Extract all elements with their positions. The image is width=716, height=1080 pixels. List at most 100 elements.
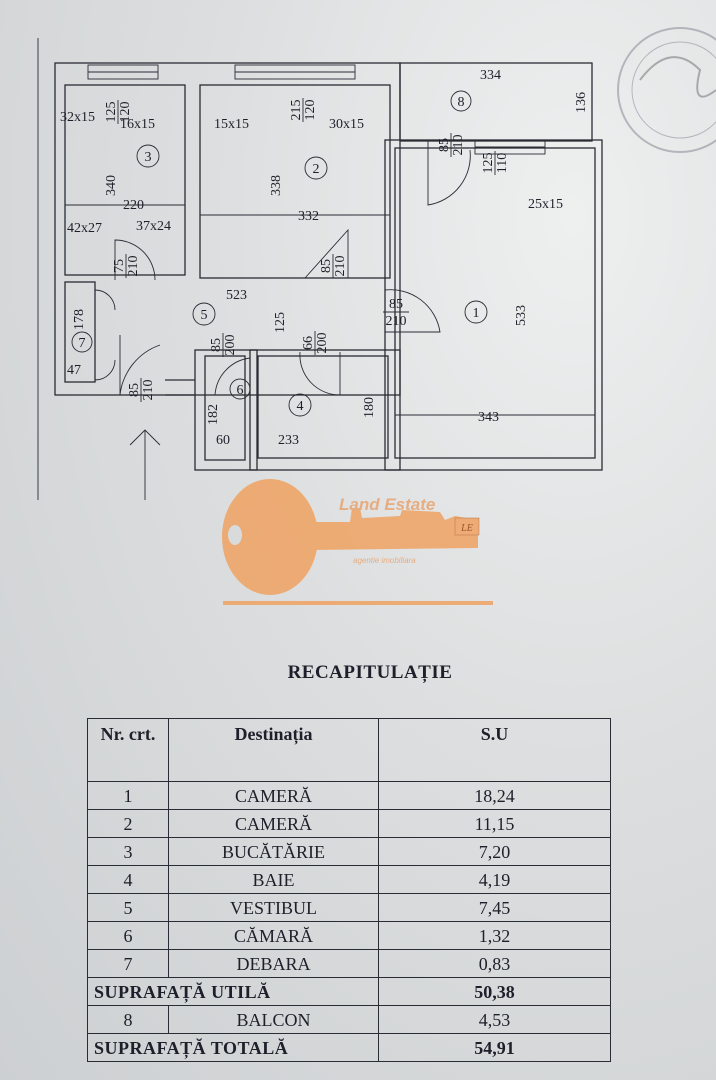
svg-text:210: 210	[451, 135, 466, 156]
dim-label: 125	[273, 312, 288, 333]
svg-text:210: 210	[141, 380, 156, 401]
dim-label: 332	[298, 209, 319, 224]
cell-nr: 5	[87, 893, 169, 922]
land-estate-logo: LE Land Estate agentie imobiliara	[222, 479, 493, 605]
walls	[54, 62, 603, 471]
dim-label: 334	[480, 68, 501, 83]
cell-su: 4,53	[378, 1005, 611, 1034]
cell-dest: CAMERĂ	[168, 809, 379, 838]
svg-text:85: 85	[437, 138, 452, 152]
dim-label: 338	[269, 175, 284, 196]
cell-nr: 3	[87, 837, 169, 866]
svg-text:85: 85	[127, 383, 142, 397]
dim-label: 16x15	[120, 117, 155, 132]
dim-label: 32x15	[60, 110, 95, 125]
room-1-label: 1	[473, 306, 480, 321]
useful-area-label: SUPRAFAȚĂ UTILĂ	[87, 977, 379, 1006]
room-5-label: 5	[201, 308, 208, 323]
dim-label: 15x15	[214, 117, 249, 132]
dim-label: 340	[104, 175, 119, 196]
svg-text:66: 66	[301, 336, 316, 350]
cell-su: 4,19	[378, 865, 611, 894]
room-6-label: 6	[237, 383, 244, 398]
room-3-label: 3	[145, 150, 152, 165]
dim-label: 523	[226, 288, 247, 303]
cell-nr: 1	[87, 781, 169, 810]
room-7-label: 7	[79, 336, 86, 351]
cell-nr: 4	[87, 865, 169, 894]
header-su: S.U	[378, 718, 611, 782]
cell-su: 0,83	[378, 949, 611, 978]
svg-text:120: 120	[118, 102, 133, 123]
cell-dest: BUCĂTĂRIE	[168, 837, 379, 866]
cell-dest: BAIE	[168, 865, 379, 894]
entry-arrow-icon	[129, 429, 161, 500]
svg-text:210: 210	[386, 314, 407, 329]
svg-text:110: 110	[495, 153, 510, 173]
svg-text:120: 120	[303, 100, 318, 121]
cell-dest: DEBARA	[168, 949, 379, 978]
room-2-label: 2	[313, 162, 320, 177]
total-area-label: SUPRAFAȚĂ TOTALĂ	[87, 1033, 379, 1062]
cell-nr: 8	[87, 1005, 169, 1034]
logo-tagline: agentie imobiliara	[353, 556, 416, 565]
header-nr: Nr. crt.	[87, 718, 169, 782]
dim-label: 136	[574, 92, 589, 113]
dim-label: 343	[478, 410, 499, 425]
svg-text:125: 125	[104, 102, 119, 123]
recap-title: RECAPITULAȚIE	[287, 662, 453, 683]
cadastre-stamp	[617, 27, 716, 153]
dim-label: 37x24	[136, 219, 171, 234]
cell-su: 7,20	[378, 837, 611, 866]
room-labels: 1 2 3 4 5 6 7 8	[71, 90, 488, 417]
dim-label: 182	[206, 404, 221, 425]
cell-nr: 6	[87, 921, 169, 950]
cell-dest: VESTIBUL	[168, 893, 379, 922]
svg-text:210: 210	[126, 256, 141, 277]
svg-text:75: 75	[112, 259, 127, 273]
room-8-label: 8	[458, 95, 465, 110]
dim-label: 233	[278, 433, 299, 448]
useful-area-value: 50,38	[378, 977, 611, 1006]
svg-text:200: 200	[315, 333, 330, 354]
cell-su: 11,15	[378, 809, 611, 838]
dim-label: 220	[123, 198, 144, 213]
cell-dest: CAMERĂ	[168, 781, 379, 810]
svg-text:210: 210	[333, 256, 348, 277]
svg-text:85: 85	[389, 297, 403, 312]
logo-monogram: LE	[460, 523, 473, 534]
total-area-value: 54,91	[378, 1033, 611, 1062]
dim-label: 30x15	[329, 117, 364, 132]
cell-su: 7,45	[378, 893, 611, 922]
dim-label: 25x15	[528, 197, 563, 212]
cell-dest: BALCON	[168, 1005, 379, 1034]
svg-text:215: 215	[289, 100, 304, 121]
dim-label: 178	[72, 309, 87, 330]
room-4-label: 4	[297, 399, 304, 414]
svg-text:200: 200	[223, 335, 238, 356]
dim-label: 533	[514, 305, 529, 326]
svg-text:125: 125	[481, 153, 496, 174]
